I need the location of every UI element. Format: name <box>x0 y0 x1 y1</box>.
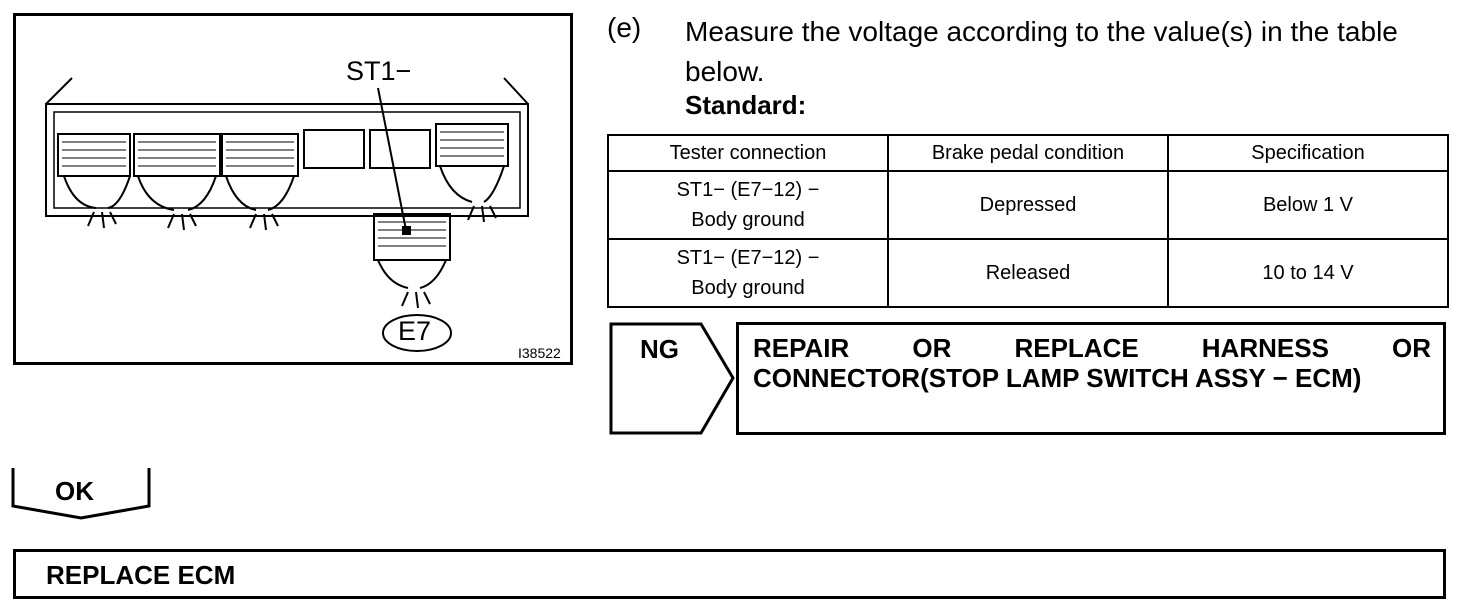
connection-line: Body ground <box>691 277 805 299</box>
pin-label-st1: ST1− <box>346 56 412 86</box>
table-row: ST1− (E7−12) − Body ground Released 10 t… <box>607 238 1449 308</box>
ok-label: OK <box>55 476 94 506</box>
connector-label-e7: E7 <box>398 316 432 346</box>
table-cell-spec: 10 to 14 V <box>1167 238 1449 308</box>
table-cell-connection: ST1− (E7−12) − Body ground <box>607 238 889 308</box>
ng-label: NG <box>640 334 679 364</box>
replace-ecm-box: REPLACE ECM <box>13 549 1446 599</box>
table-header: Brake pedal condition <box>887 134 1169 172</box>
ecm-connector-drawing <box>45 77 529 352</box>
table-header: Specification <box>1167 134 1449 172</box>
connection-line: Body ground <box>691 209 805 231</box>
table-cell-connection: ST1− (E7−12) − Body ground <box>607 170 889 240</box>
table-row: ST1− (E7−12) − Body ground Depressed Bel… <box>607 170 1449 240</box>
connection-line: ST1− (E7−12) − <box>676 247 820 269</box>
table-header-row: Tester connection Brake pedal condition … <box>607 134 1449 172</box>
table-cell-spec: Below 1 V <box>1167 170 1449 240</box>
specification-table: Tester connection Brake pedal condition … <box>607 134 1449 308</box>
figure-id: I38522 <box>518 345 561 361</box>
table-cell-condition: Released <box>887 238 1169 308</box>
ecm-connector-figure: ST1− E7 I38522 <box>13 13 573 365</box>
ng-action-box: REPAIR OR REPLACE HARNESS OR CONNECTOR(S… <box>736 322 1446 435</box>
connection-line: ST1− (E7−12) − <box>676 179 820 201</box>
step-letter: (e) <box>607 12 642 43</box>
table-cell-condition: Depressed <box>887 170 1169 240</box>
table-header: Tester connection <box>607 134 889 172</box>
standard-label: Standard: <box>685 90 807 120</box>
ng-arrow-box <box>609 322 735 435</box>
instruction-text: Measure the voltage according to the val… <box>685 16 1398 87</box>
ok-arrow-box <box>11 468 151 520</box>
